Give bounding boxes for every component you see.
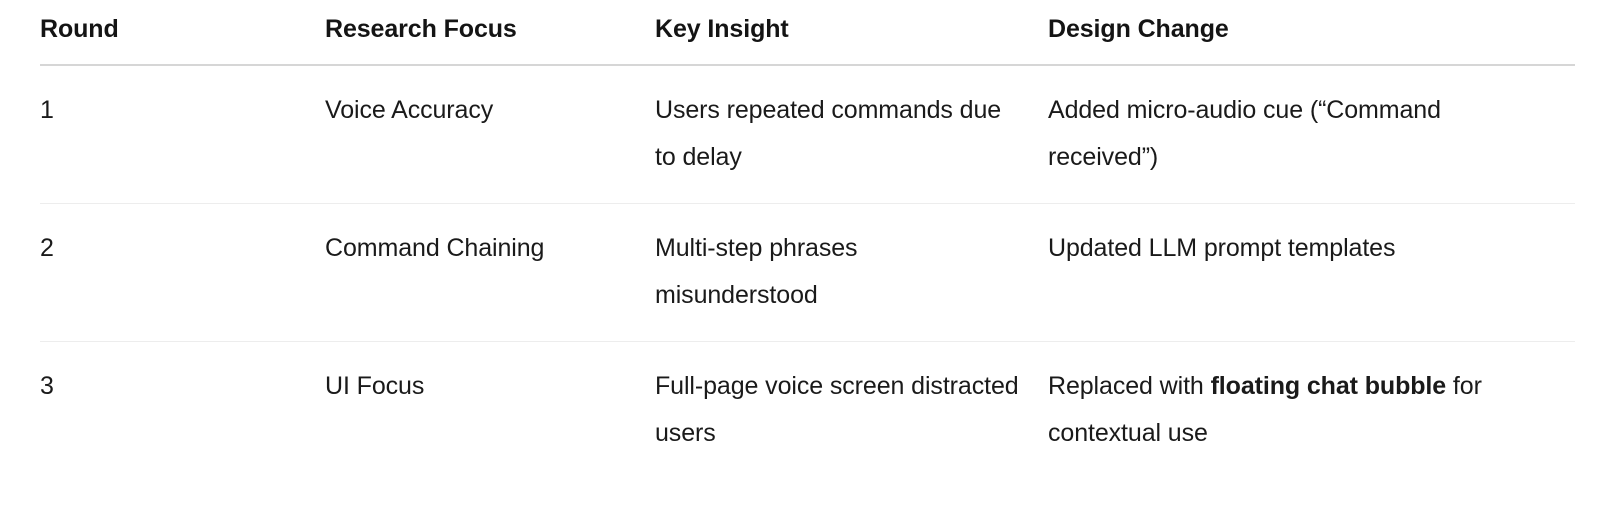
cell-research-focus: Command Chaining: [325, 203, 655, 342]
design-change-text: Added micro-audio cue (“Command received…: [1048, 96, 1441, 171]
column-header-round: Round: [40, 0, 325, 66]
cell-design-change: Updated LLM prompt templates: [1048, 203, 1575, 342]
research-rounds-table: Round Research Focus Key Insight Design …: [40, 0, 1575, 479]
column-header-key-insight: Key Insight: [655, 0, 1048, 66]
cell-key-insight: Users repeated commands due to delay: [655, 65, 1048, 204]
table-header-row: Round Research Focus Key Insight Design …: [40, 0, 1575, 66]
cell-round: 3: [40, 372, 54, 400]
cell-key-insight: Multi-step phrases misunderstood: [655, 203, 1048, 342]
cell-research-focus: Voice Accuracy: [325, 65, 655, 204]
table-body: 1 Voice Accuracy Users repeated commands…: [40, 65, 1575, 479]
cell-design-change: Added micro-audio cue (“Command received…: [1048, 65, 1575, 204]
cell-round: 2: [40, 203, 325, 342]
design-change-text: Replaced with: [1048, 372, 1211, 400]
design-change-text-suffix: for contextual use: [1048, 372, 1482, 447]
table-row: 1 Voice Accuracy Users repeated commands…: [40, 65, 1575, 204]
design-change-emphasis: floating chat bubble: [1210, 372, 1447, 400]
table-row: 3 UI Focus Full-page voice screen distra…: [40, 342, 1575, 480]
column-header-design-change: Design Change: [1048, 0, 1575, 66]
cell-research-focus: UI Focus: [325, 372, 425, 400]
cell-key-insight: Full-page voice screen distracted users: [655, 372, 1019, 447]
cell-round: 1: [40, 65, 325, 204]
column-header-research-focus: Research Focus: [325, 0, 655, 66]
table-header: Round Research Focus Key Insight Design …: [40, 0, 1575, 66]
design-change-text: Updated LLM prompt templates: [1048, 234, 1396, 262]
cell-design-change: Replaced with floating chat bubble for c…: [1048, 342, 1575, 480]
table-row: 2 Command Chaining Multi-step phrases mi…: [40, 203, 1575, 342]
